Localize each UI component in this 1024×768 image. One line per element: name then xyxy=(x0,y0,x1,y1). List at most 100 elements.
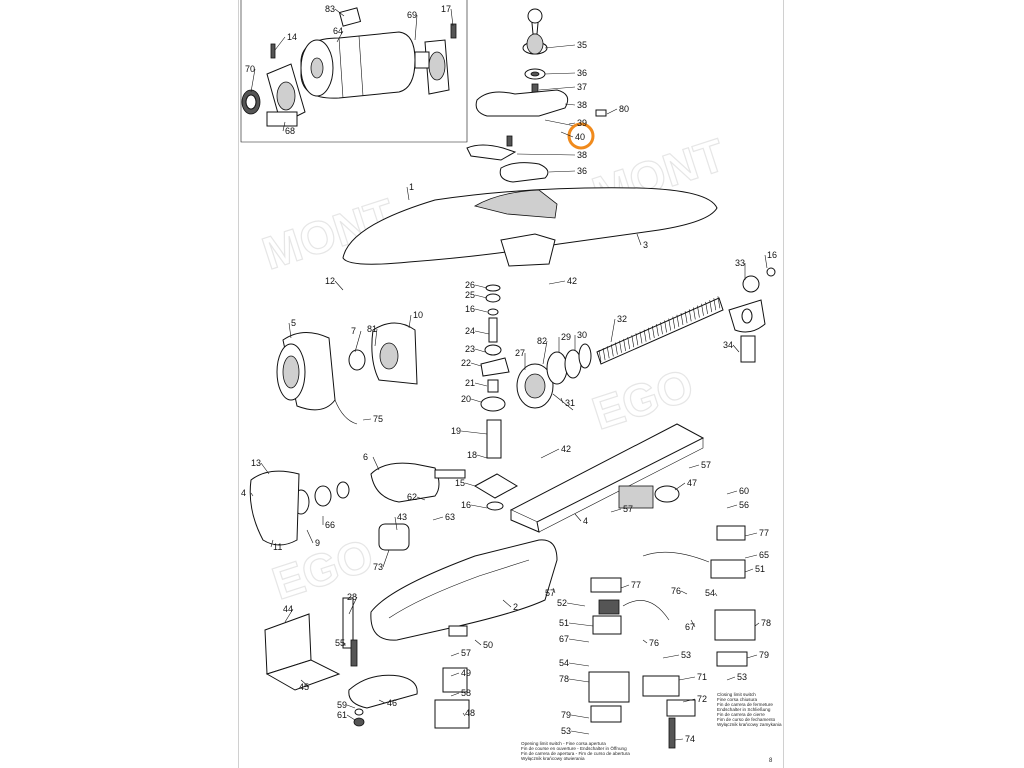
thread-line xyxy=(713,298,717,311)
leader-line-24 xyxy=(474,330,490,335)
part-label-24: 24 xyxy=(465,326,475,336)
part-label-4a: 4 xyxy=(241,488,246,498)
leader-line-31 xyxy=(560,397,564,404)
part-label-12: 12 xyxy=(325,276,335,286)
leader-line-70 xyxy=(250,68,256,93)
part-label-74: 74 xyxy=(685,734,695,744)
part-label-16a: 16 xyxy=(767,250,777,260)
thread-line xyxy=(680,312,684,326)
leader-line-62 xyxy=(416,496,426,501)
limit-switches xyxy=(588,525,756,749)
leader-line-73 xyxy=(382,549,390,568)
part-label-35: 35 xyxy=(577,40,587,50)
cover xyxy=(342,187,718,267)
leader-line-54a xyxy=(714,592,718,597)
leader-line-45 xyxy=(300,679,310,688)
thread-line xyxy=(602,348,606,361)
part-label-54a: 54 xyxy=(705,588,715,598)
part-label-18: 18 xyxy=(467,450,477,460)
part-label-54b: 54 xyxy=(559,658,569,668)
part-label-42a: 42 xyxy=(567,276,577,286)
thread-line xyxy=(627,337,630,350)
part-label-81: 81 xyxy=(367,324,377,334)
part-label-37: 37 xyxy=(577,82,587,92)
leader-line-83 xyxy=(334,8,345,17)
leader-line-56 xyxy=(726,504,738,509)
leader-line-76b xyxy=(642,639,648,644)
leader-line-26 xyxy=(474,284,488,289)
part-label-16c: 16 xyxy=(461,500,471,510)
thread-line xyxy=(631,335,635,348)
leader-line-78b xyxy=(568,678,590,683)
leader-line-52 xyxy=(566,602,586,607)
leader-line-60 xyxy=(726,490,738,495)
part-label-14: 14 xyxy=(287,32,297,42)
leader-line-79a xyxy=(746,654,758,659)
part-label-26: 26 xyxy=(465,280,475,290)
thread-line xyxy=(668,318,671,331)
leader-line-25 xyxy=(474,294,488,299)
thread-line xyxy=(672,316,676,329)
part-label-44: 44 xyxy=(283,604,293,614)
leader-line-53c xyxy=(570,730,590,735)
thread-line xyxy=(606,346,610,359)
leader-line-57b xyxy=(610,508,622,513)
leader-line-51b xyxy=(568,622,594,627)
leader-line-21 xyxy=(474,382,488,387)
part-label-9: 9 xyxy=(315,538,320,548)
part-label-50: 50 xyxy=(483,640,493,650)
thread-line xyxy=(652,325,655,338)
leader-line-78a xyxy=(754,622,760,627)
part-label-56: 56 xyxy=(739,500,749,510)
leader-line-1 xyxy=(406,186,410,201)
part-label-38b: 38 xyxy=(577,150,587,160)
part-label-4b: 4 xyxy=(583,516,588,526)
thread-line xyxy=(697,305,700,318)
part-label-57a: 57 xyxy=(701,460,711,470)
part-label-21: 21 xyxy=(465,378,475,388)
part-label-15: 15 xyxy=(455,478,465,488)
gear-column xyxy=(473,284,519,511)
part-label-57c: 57 xyxy=(545,588,555,598)
leader-line-11 xyxy=(270,539,274,548)
thread-line xyxy=(615,342,618,355)
part-label-6: 6 xyxy=(363,452,368,462)
thread-line xyxy=(656,324,659,337)
part-label-19: 19 xyxy=(451,426,461,436)
leader-line-6 xyxy=(372,456,380,471)
part-label-42b: 42 xyxy=(561,444,571,454)
leader-line-16a xyxy=(764,254,768,269)
part-label-77b: 77 xyxy=(631,580,641,590)
part-label-55: 55 xyxy=(335,638,345,648)
caption-opening-3: Wyłącznik krańcowy otwierania xyxy=(521,756,585,761)
leader-line-38b xyxy=(516,153,576,156)
part-label-80: 80 xyxy=(619,104,629,114)
part-label-77a: 77 xyxy=(759,528,769,538)
part-label-71: 71 xyxy=(697,672,707,682)
caption-opening-0: Opening limit switch - Fine corsa apertu… xyxy=(521,741,606,746)
part-label-51a: 51 xyxy=(755,564,765,574)
leader-line-13 xyxy=(260,462,270,475)
part-label-69: 69 xyxy=(407,10,417,20)
part-label-75: 75 xyxy=(373,414,383,424)
closing-caption: Closing limit switch Fine corsa chiusura… xyxy=(717,692,782,727)
leader-line-50 xyxy=(474,639,482,646)
part-label-68: 68 xyxy=(285,126,295,136)
part-label-20: 20 xyxy=(461,394,471,404)
leader-line-35 xyxy=(544,44,576,49)
page-mark: 8 xyxy=(769,758,773,764)
part-label-1: 1 xyxy=(409,182,414,192)
leader-line-61 xyxy=(346,714,356,721)
misc-parts xyxy=(434,625,470,729)
thread-line xyxy=(623,338,626,351)
leader-line-40 xyxy=(560,131,574,138)
leader-line-38a xyxy=(564,103,576,106)
leader-lines xyxy=(250,8,768,741)
exploded-parts-diagram: MONT MONT EGO EGO xyxy=(238,0,784,768)
thread-line xyxy=(688,309,692,322)
leader-line-34 xyxy=(732,344,740,353)
leader-line-32 xyxy=(610,318,616,343)
leader-line-81 xyxy=(374,328,378,347)
worm-screw xyxy=(596,267,776,365)
part-label-5: 5 xyxy=(291,318,296,328)
